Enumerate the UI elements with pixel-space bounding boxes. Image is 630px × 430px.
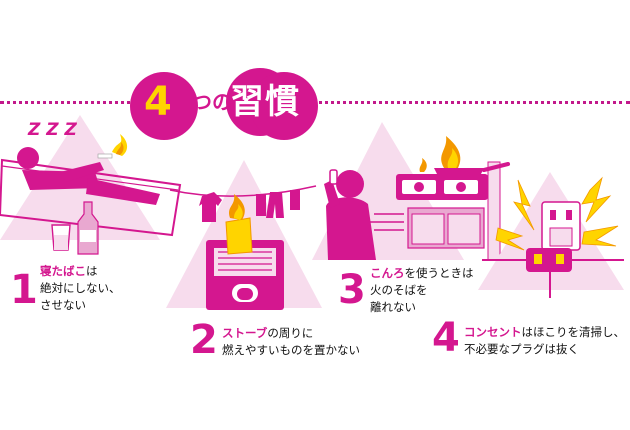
step-2-line2: 燃えやすいものを置かない: [222, 343, 360, 357]
title-particle: つの: [192, 90, 232, 114]
step-4-number: 4: [432, 315, 460, 361]
step-2-line1: の周りに: [267, 326, 314, 340]
title-number: 4: [144, 79, 172, 125]
sleep-zzz: Z Z Z: [28, 120, 77, 140]
dotted-divider-left: [0, 101, 138, 104]
sleeping-person-icon: [17, 147, 160, 205]
step-1-keyword: 寝たばこ: [40, 264, 86, 278]
plug-icon: [526, 248, 572, 272]
title-word: 習慣: [230, 82, 300, 122]
scene-4-illustration: [478, 172, 624, 298]
step-3-keyword: こんろ: [370, 266, 405, 280]
step-4-line2: 不必要なプラグは抜く: [464, 342, 579, 356]
step-1-text: 寝たばこは 絶対にしない、 させない: [40, 263, 121, 314]
step-4-text: コンセントはほこりを清掃し、 不必要なプラグは抜く: [464, 324, 625, 358]
title-bubble-3: [250, 72, 318, 140]
step-1-number: 1: [10, 267, 38, 313]
spark-icon: [495, 176, 619, 251]
laundry-icon: [199, 190, 300, 222]
phone-person-icon: [324, 169, 376, 260]
step-3-number: 3: [338, 267, 366, 313]
step-2-keyword: ストーブ: [222, 326, 268, 340]
step-4-line1: はほこりを清掃し、: [521, 325, 626, 339]
scene-3-illustration: [312, 122, 510, 261]
bed-outline-icon: [0, 158, 182, 237]
title-banner: 4 つの 習慣: [130, 68, 318, 142]
towel-icon: [225, 217, 253, 255]
step-1-line3: させない: [40, 298, 86, 312]
flame-icon: [112, 134, 128, 156]
title-bubble-1: [130, 72, 198, 140]
clothesline-icon: [169, 185, 317, 197]
step-2-text: ストーブの周りに 燃えやすいものを置かない: [222, 325, 360, 359]
step-4-keyword: コンセント: [464, 325, 522, 339]
scene-2-illustration: [166, 160, 322, 310]
frying-pan-icon: [434, 162, 510, 176]
scene-1-illustration: [0, 115, 182, 255]
step-3-text: こんろを使うときは 火のそばを 離れない: [370, 265, 474, 316]
step-3-line1: を使うときは: [404, 266, 474, 280]
step-3-line3: 離れない: [370, 300, 416, 314]
step-1-line1: は: [86, 264, 98, 278]
step-1-line2: 絶対にしない、: [40, 281, 121, 295]
step-3-line2: 火のそばを: [370, 283, 428, 297]
cigarette-icon: [97, 153, 113, 159]
dotted-divider-right: [300, 101, 630, 104]
step-2-number: 2: [190, 317, 218, 363]
